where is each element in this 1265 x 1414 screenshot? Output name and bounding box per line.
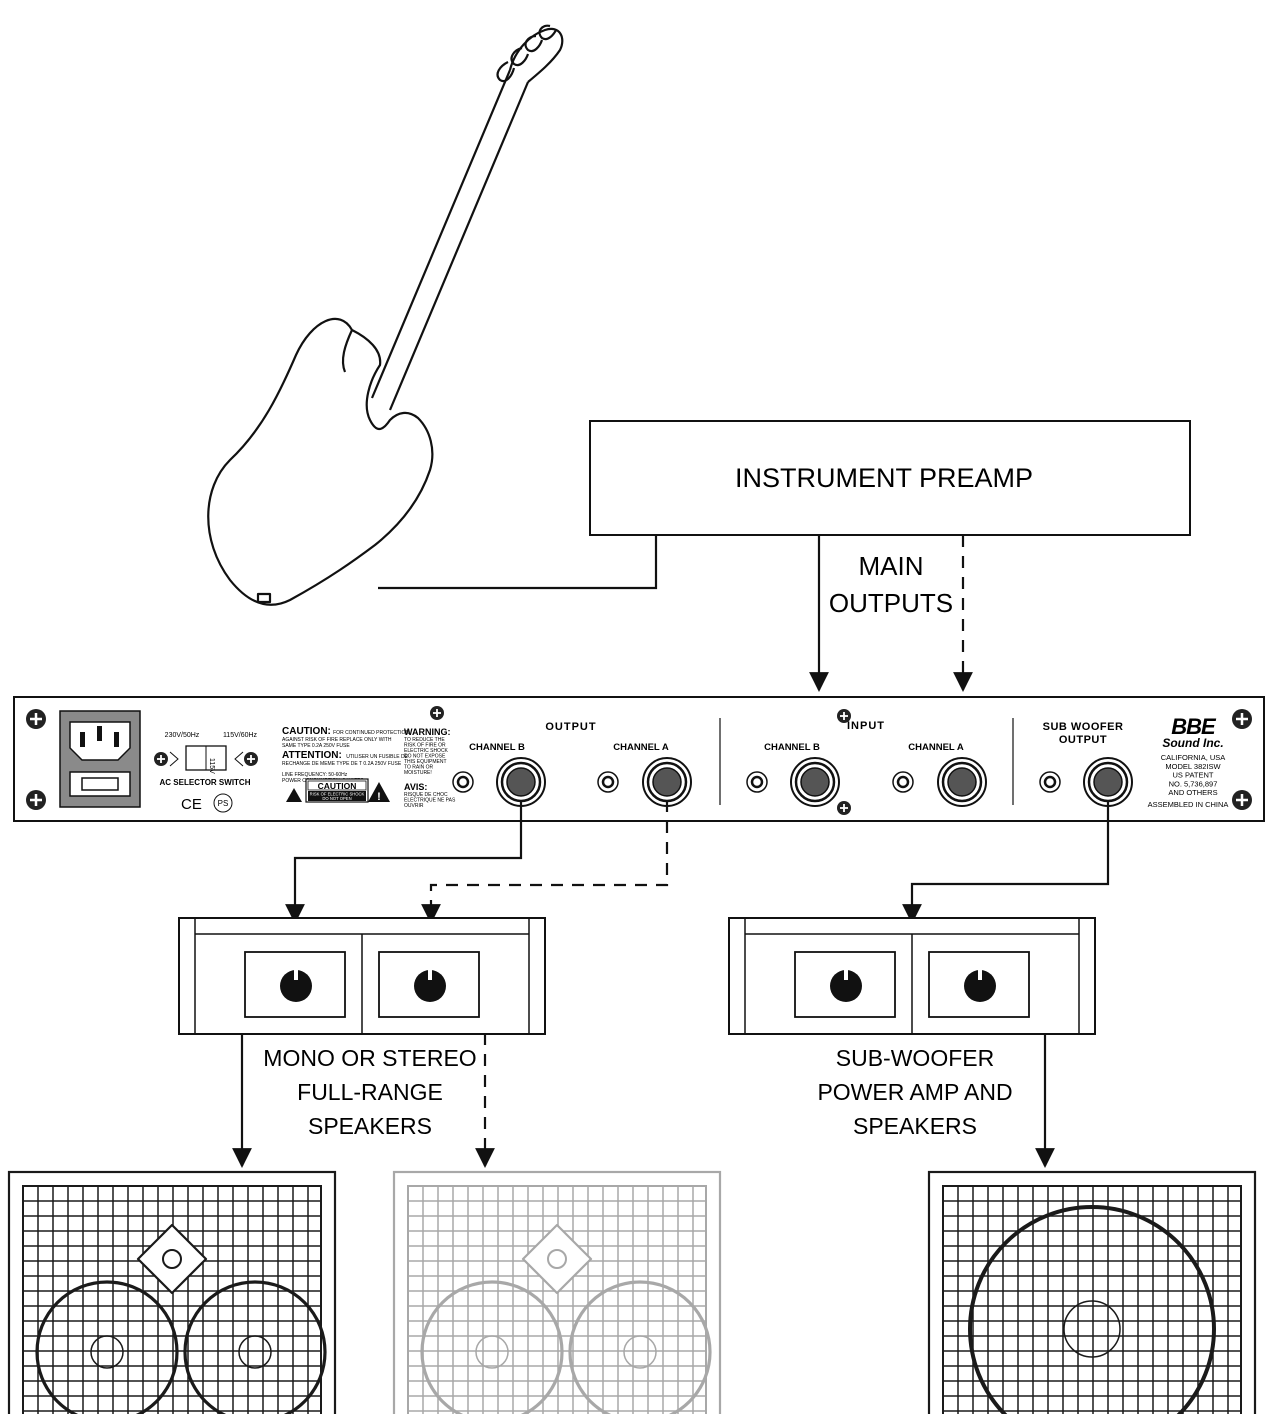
out-a-led-center bbox=[601, 775, 615, 789]
warning-line: RISK OF FIRE OR bbox=[404, 743, 446, 749]
unit-info-line: AND OTHERS bbox=[1168, 788, 1217, 797]
sub-led-center bbox=[1043, 775, 1057, 789]
sub-label-1: SUB-WOOFER bbox=[836, 1045, 994, 1071]
attention-title: ATTENTION: bbox=[282, 750, 342, 761]
voltage-label-left: 230V/50Hz bbox=[165, 732, 200, 739]
avis-title: AVIS: bbox=[404, 782, 427, 792]
sub-woofer-output-jack-hole bbox=[1093, 767, 1123, 797]
input-channel-b-jack-hole bbox=[800, 767, 830, 797]
svg-text:!: ! bbox=[377, 791, 381, 803]
warning-line: ELECTRIC SHOCK bbox=[404, 748, 449, 754]
avis-line: ELECTRIQUE NE PAS bbox=[404, 798, 456, 804]
output-channel-b-label: CHANNEL B bbox=[469, 742, 525, 753]
caution-box-sub2: DO NOT OPEN bbox=[322, 796, 351, 801]
output-channel-a-label: CHANNEL A bbox=[613, 742, 669, 753]
fullrange-label-2: FULL-RANGE bbox=[297, 1079, 443, 1105]
svg-text:CAUTION: FOR CONTINUED P: CAUTION: FOR CONTINUED PROTECTION bbox=[282, 726, 409, 737]
sub-woofer-title-2: OUTPUT bbox=[1059, 734, 1107, 746]
caution-box-sub1: RISK OF ELECTRIC SHOCK bbox=[310, 792, 365, 797]
sub-woofer-title-1: SUB WOOFER bbox=[1043, 721, 1124, 733]
caution-text-2: AGAINST RISK OF FIRE REPLACE ONLY WITH bbox=[282, 737, 392, 743]
ac-selector-label: AC SELECTOR SWITCH bbox=[160, 778, 251, 787]
switch-value: 115V bbox=[208, 758, 215, 774]
instrument-preamp-box bbox=[589, 420, 1191, 536]
main-outputs-label-2: OUTPUTS bbox=[829, 588, 953, 618]
svg-text:ATTENTION: UTILISER UN F: ATTENTION: UTILISER UN FUSIBLE DE bbox=[282, 745, 409, 762]
fullrange-speaker-cabinet-2-woofer-icon bbox=[568, 1280, 712, 1414]
warning-line: MOISTURE! bbox=[404, 770, 432, 776]
sub-woofer-power-amp bbox=[728, 917, 1096, 1035]
input-channel-b-label: CHANNEL B bbox=[764, 742, 820, 753]
sub-woofer-speaker-cabinet bbox=[927, 1170, 1257, 1414]
fullrange-speaker-cabinet-1-woofer-icon bbox=[183, 1280, 327, 1414]
voltage-screw-icon bbox=[154, 752, 258, 766]
cable-sub-out bbox=[902, 800, 1110, 924]
input-channel-a-jack-hole bbox=[947, 767, 977, 797]
voltage-label-right: 115V/60Hz bbox=[223, 732, 258, 739]
main-outputs-label-1: MAIN bbox=[859, 551, 924, 581]
fullrange-power-amp bbox=[178, 917, 546, 1035]
power-inlet-icon bbox=[59, 710, 141, 808]
output-channel-a-jack-hole bbox=[652, 767, 682, 797]
attention-text-2: RECHANGE DE MEME TYPE DE T 0.2A 250V FUS… bbox=[282, 761, 402, 767]
avis-line: OUVRIR bbox=[404, 803, 424, 809]
output-section-title: OUTPUT bbox=[545, 721, 596, 733]
fullrange-power-amp-knob-icon[interactable] bbox=[414, 970, 446, 1002]
fullrange-speaker-cabinet-1 bbox=[7, 1170, 337, 1414]
avis-line: RISQUE DE CHOC bbox=[404, 792, 448, 798]
bbe-rack-unit: 230V/50Hz 115V/60Hz 115V AC SELECTOR SWI… bbox=[13, 696, 1265, 822]
fullrange-speaker-cabinet-2 bbox=[392, 1170, 722, 1414]
line-frequency: LINE FREQUENCY: 50-60Hz bbox=[282, 772, 348, 778]
input-channel-a-label: CHANNEL A bbox=[908, 742, 964, 753]
unit-info-line: CALIFORNIA, USA bbox=[1161, 753, 1226, 762]
sub-woofer-speaker-cabinet-woofer-icon bbox=[968, 1205, 1216, 1414]
cable-out-b bbox=[285, 800, 523, 924]
warning-triangle-icon bbox=[368, 782, 390, 802]
caution-title: CAUTION: bbox=[282, 726, 331, 737]
input-section-title: INPUT bbox=[847, 720, 885, 732]
attention-text: UTILISER UN FUSIBLE DE bbox=[346, 754, 408, 760]
bbe-logo-sub: Sound Inc. bbox=[1162, 736, 1223, 750]
caution-text: FOR CONTINUED PROTECTION bbox=[333, 730, 409, 736]
ce-mark: CE bbox=[181, 796, 202, 813]
bass-guitar-icon bbox=[207, 24, 564, 606]
warning-line: DO NOT EXPOSE bbox=[404, 754, 446, 760]
assembled-label: ASSEMBLED IN CHINA bbox=[1148, 800, 1229, 809]
out-b-led-center bbox=[456, 775, 470, 789]
fullrange-label-3: SPEAKERS bbox=[308, 1113, 432, 1139]
fullrange-speaker-cabinet-2-woofer-icon bbox=[420, 1280, 564, 1414]
warning-line: TO REDUCE THE bbox=[404, 737, 445, 743]
cable-out-a bbox=[421, 800, 669, 924]
unit-info-line: MODEL 382ISW bbox=[1165, 762, 1221, 771]
in-b-led-center bbox=[750, 775, 764, 789]
caution-box-title: CAUTION bbox=[318, 781, 357, 791]
in-a-led-center bbox=[896, 775, 910, 789]
warning-line: TO RAIN OR bbox=[404, 765, 433, 771]
ps-mark: PS bbox=[218, 799, 229, 808]
bbe-logo: BBE bbox=[1171, 714, 1217, 739]
preamp-label: INSTRUMENT PREAMP bbox=[735, 463, 1033, 493]
output-channel-b-jack-hole bbox=[506, 767, 536, 797]
fullrange-power-amp-knob-icon[interactable] bbox=[280, 970, 312, 1002]
warning-title: WARNING: bbox=[404, 727, 451, 737]
fullrange-label-1: MONO OR STEREO bbox=[263, 1045, 476, 1071]
unit-info-line: US PATENT bbox=[1173, 771, 1214, 780]
warning-line: THIS EQUIPMENT bbox=[404, 759, 447, 765]
sub-woofer-power-amp-knob-icon[interactable] bbox=[830, 970, 862, 1002]
sub-woofer-power-amp-knob-icon[interactable] bbox=[964, 970, 996, 1002]
caution-text-3: SAME TYPE 0.2A 250V FUSE bbox=[282, 743, 350, 749]
sub-label-3: SPEAKERS bbox=[853, 1113, 977, 1139]
sub-label-2: POWER AMP AND bbox=[817, 1079, 1012, 1105]
fullrange-speaker-cabinet-1-woofer-icon bbox=[35, 1280, 179, 1414]
unit-info-line: NO. 5,736,897 bbox=[1169, 779, 1218, 788]
